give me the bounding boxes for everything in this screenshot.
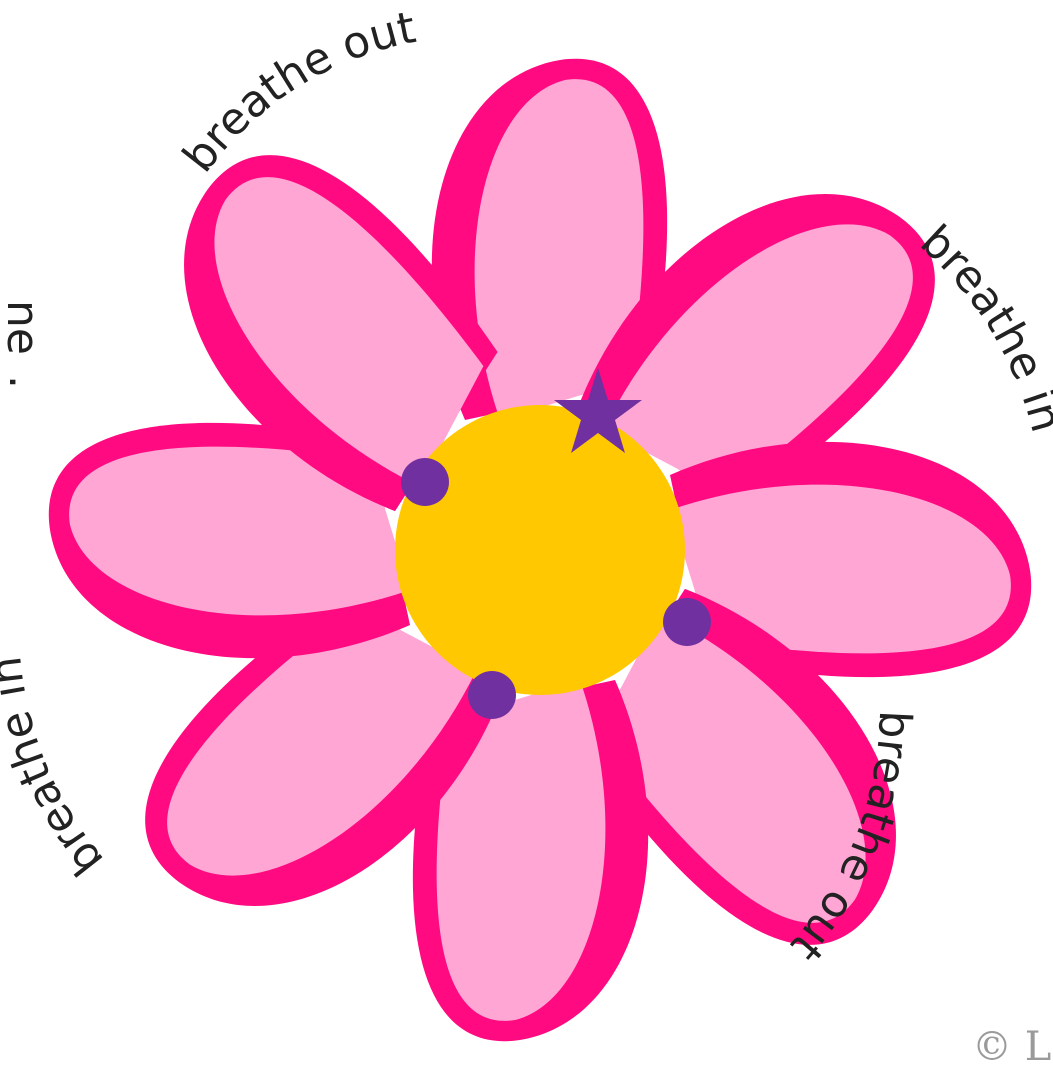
edge-text-fragment: ne bbox=[0, 300, 48, 355]
edge-text-punct: . bbox=[0, 375, 50, 389]
label-top-breathe-out: breathe out bbox=[173, 2, 419, 181]
purple-dot-icon bbox=[468, 671, 516, 719]
purple-dot-icon bbox=[401, 458, 449, 506]
label-left-breathe-in: breathe in bbox=[0, 654, 113, 885]
copyright-text: © Le bbox=[972, 1024, 1053, 1070]
purple-dot-icon bbox=[663, 598, 711, 646]
flower-center bbox=[395, 405, 685, 695]
label-right-breathe-in: breathe in bbox=[911, 215, 1053, 437]
